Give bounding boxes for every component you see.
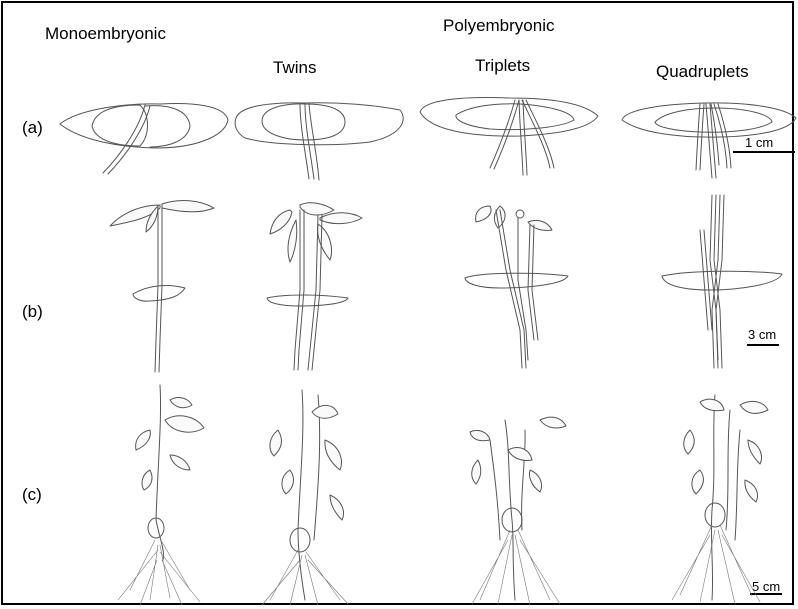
plant-quadruplets [672, 395, 768, 604]
seedling-quadruplets [662, 195, 782, 368]
seedling-triplets [465, 206, 568, 368]
seed-triplets [420, 98, 598, 175]
seed-twins [235, 103, 403, 180]
seedling-twins [267, 203, 362, 370]
plant-triplets [470, 417, 566, 605]
plant-twins [262, 390, 348, 605]
seedling-monoembryonic [110, 201, 214, 372]
seed-quadruplets [622, 103, 796, 178]
seed-monoembryonic [60, 104, 228, 174]
plant-monoembryonic [118, 385, 204, 605]
